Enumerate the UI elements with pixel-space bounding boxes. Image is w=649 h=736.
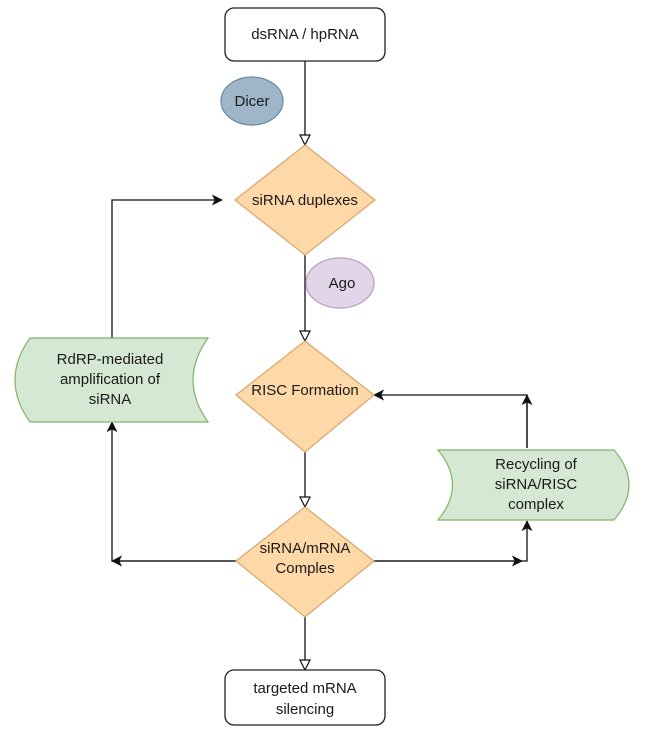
arrow-rdrp-to-sirna-duplexes bbox=[111, 194, 223, 338]
dicer-label: Dicer bbox=[234, 93, 269, 110]
sirna-duplexes-label: siRNA duplexes bbox=[252, 192, 358, 209]
sirna-duplexes-node: siRNA duplexes bbox=[234, 144, 376, 256]
ago-label: Ago bbox=[329, 275, 356, 292]
recycling-node: Recycling of siRNA/RISC complex bbox=[436, 449, 630, 521]
end-label-line2: silencing bbox=[276, 701, 334, 718]
dicer-node: Dicer bbox=[220, 76, 284, 126]
recycling-label-line2: siRNA/RISC bbox=[495, 476, 578, 493]
risc-formation-node: RISC Formation bbox=[235, 340, 375, 453]
start-box bbox=[224, 7, 386, 62]
rdrp-label-line1: RdRP-mediated bbox=[57, 351, 164, 368]
recycling-tape-shape bbox=[436, 449, 630, 521]
complex-label-line1: siRNA/mRNA bbox=[260, 540, 351, 557]
end-node: targeted mRNA silencing bbox=[224, 669, 386, 726]
rdrp-node: RdRP-mediated amplification of siRNA bbox=[14, 337, 210, 423]
arrow-recycling-to-risc-formation bbox=[373, 389, 528, 448]
recycling-label-line1: Recycling of bbox=[495, 456, 578, 473]
rdrp-tape-shape bbox=[14, 337, 210, 423]
risc-formation-diamond bbox=[235, 340, 375, 453]
rdrp-label-line3: siRNA bbox=[89, 391, 132, 408]
complex-node: siRNA/mRNA Comples bbox=[235, 506, 375, 618]
complex-diamond bbox=[235, 506, 375, 618]
end-box bbox=[224, 669, 386, 726]
arrow-complex-to-recycling bbox=[374, 520, 533, 562]
start-node: dsRNA / hpRNA bbox=[224, 7, 386, 62]
ago-node: Ago bbox=[305, 257, 375, 309]
arrow-complex-to-rdrp bbox=[106, 421, 236, 562]
complex-label-line2: Comples bbox=[275, 560, 334, 577]
recycling-label-line3: complex bbox=[508, 496, 564, 513]
end-label-line1: targeted mRNA bbox=[253, 680, 356, 697]
ago-ellipse bbox=[305, 257, 375, 309]
risc-formation-label: RISC Formation bbox=[251, 382, 359, 399]
rdrp-label-line2: amplification of bbox=[60, 371, 161, 388]
start-label: dsRNA / hpRNA bbox=[251, 26, 359, 43]
connectors bbox=[106, 61, 533, 670]
sirna-duplexes-diamond bbox=[234, 144, 376, 256]
dicer-ellipse bbox=[220, 76, 284, 126]
